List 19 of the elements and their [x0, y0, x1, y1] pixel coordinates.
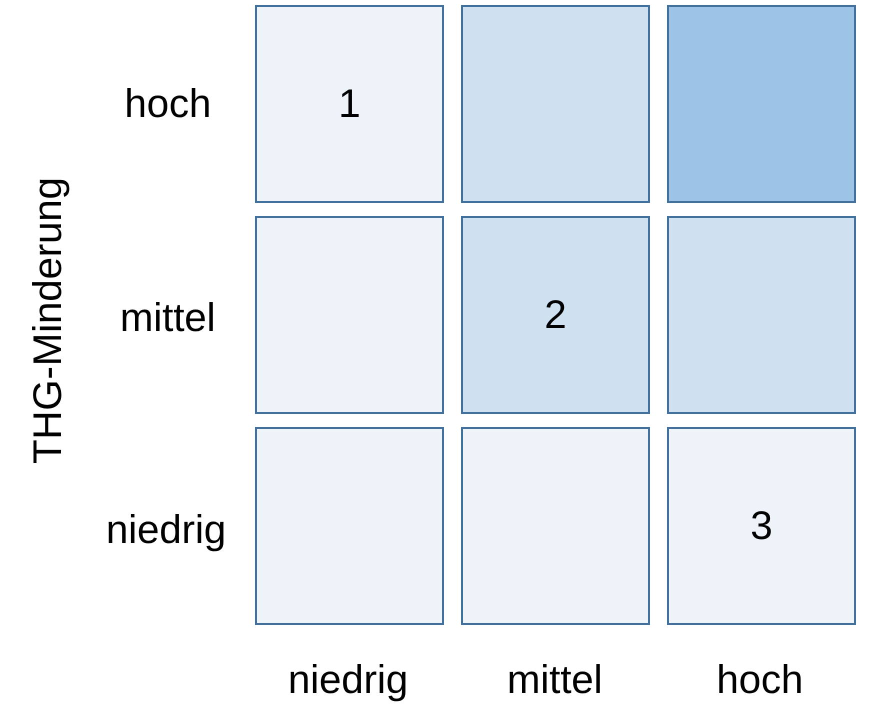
column-label: mittel — [507, 658, 603, 702]
cell-number: 2 — [544, 292, 567, 338]
matrix-cell — [667, 5, 856, 203]
cell-number: 1 — [338, 82, 361, 126]
matrix-cell — [667, 427, 856, 625]
matrix-cell — [461, 427, 650, 625]
matrix-cell — [255, 427, 444, 625]
matrix-cell — [461, 216, 650, 414]
row-label: hoch — [124, 82, 212, 126]
column-label: hoch — [716, 658, 804, 702]
matrix-cell — [255, 5, 444, 203]
cell-number: 3 — [750, 504, 773, 548]
matrix-cell — [461, 5, 650, 203]
matrix-cell — [667, 216, 856, 414]
column-label: niedrig — [288, 658, 408, 702]
axis-title: THG-Minderung — [25, 176, 70, 464]
matrix-cell — [255, 216, 444, 414]
row-label: niedrig — [106, 508, 226, 552]
row-label: mittel — [120, 296, 216, 340]
